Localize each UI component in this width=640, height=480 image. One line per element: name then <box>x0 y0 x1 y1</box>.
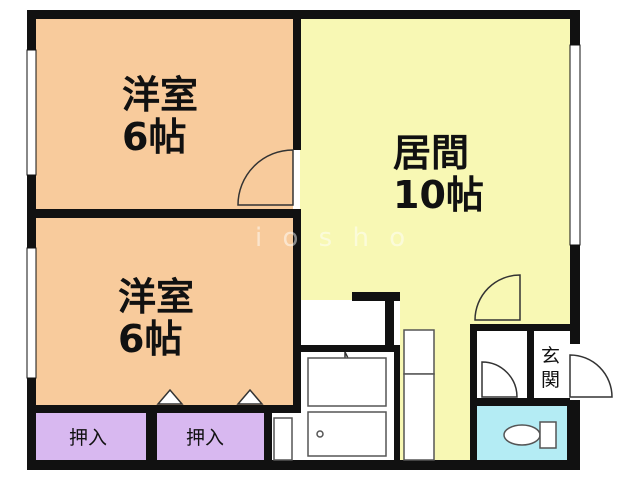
western-room-top-size: 6帖 <box>122 115 186 159</box>
living-room-size: 10帖 <box>393 173 484 217</box>
kitchen-counter-lower <box>403 373 435 461</box>
entrance-label-2: 関 <box>541 369 560 391</box>
western-room-bottom-size: 6帖 <box>118 317 182 361</box>
door-swing-living <box>474 274 521 321</box>
door-swing-western-top <box>237 149 294 206</box>
living-room-floor <box>300 18 570 460</box>
living-room-name: 居間 <box>393 131 469 175</box>
closet-right-floor <box>157 413 264 460</box>
closet-right-label: 押入 <box>186 427 224 449</box>
western-room-bottom-name: 洋室 <box>118 275 194 319</box>
door-swings <box>237 149 613 398</box>
western-room-top-name: 洋室 <box>122 73 198 117</box>
closet-door-marks <box>156 388 264 405</box>
storage-box <box>273 417 293 461</box>
watermark: i o s h o <box>255 223 411 253</box>
western-room-bottom-floor <box>36 218 293 406</box>
door-swing-entrance <box>569 354 613 398</box>
closet-left-floor <box>36 413 146 460</box>
door-swing-toilet <box>481 361 518 398</box>
entrance-label-1: 玄 <box>541 345 560 367</box>
windows <box>26 44 581 379</box>
hall-floor <box>477 330 527 400</box>
bath-fixtures <box>273 329 435 461</box>
interior-walls <box>36 18 570 465</box>
washbasin <box>307 357 387 407</box>
kitchen-counter <box>403 329 435 375</box>
closet-left-label: 押入 <box>69 427 107 449</box>
toilet-fixture <box>503 421 557 449</box>
